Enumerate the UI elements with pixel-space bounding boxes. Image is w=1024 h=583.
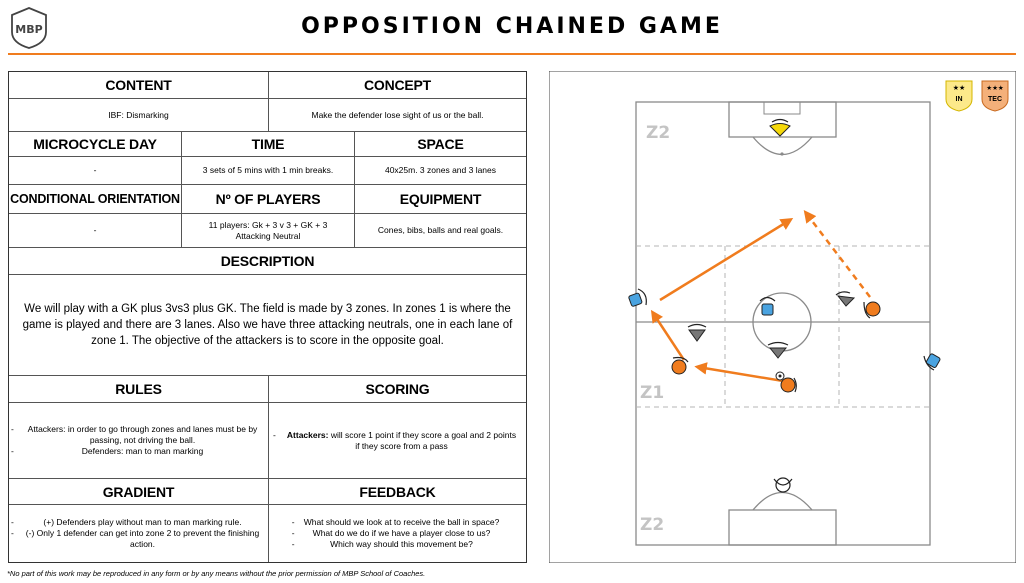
rules-list-cell: Attackers: in order to go through zones … xyxy=(9,403,269,479)
description-value: We will play with a GK plus 3vs3 plus GK… xyxy=(9,275,526,376)
scoring-header: SCORING xyxy=(269,376,526,403)
rules-list: Attackers: in order to go through zones … xyxy=(9,424,268,457)
pitch-diagram: Z2 Z1 Z2 xyxy=(549,71,1016,563)
badge-tec-label: TEC xyxy=(988,96,1002,103)
equipment-value: Cones, bibs, balls and real goals. xyxy=(355,214,526,248)
gradient-item: (+) Defenders play without man to man ma… xyxy=(11,517,260,528)
rules-item: Defenders: man to man marking xyxy=(11,446,260,457)
badge-tec-stars: ★★★ xyxy=(986,84,1004,92)
run-arrow xyxy=(803,210,871,298)
scoring-list: Attackers: will score 1 point if they sc… xyxy=(269,430,526,452)
rules-item: Attackers: in order to go through zones … xyxy=(11,424,260,446)
top-penalty-spot xyxy=(780,152,784,156)
bottom-arc xyxy=(752,492,813,511)
space-value: 40x25m. 3 zones and 3 lanes xyxy=(355,157,526,185)
bottom-penalty-box xyxy=(728,509,837,546)
badge-in-stars: ★★ xyxy=(953,84,966,92)
equipment-header: EQUIPMENT xyxy=(355,185,526,214)
time-value: 3 sets of 5 mins with 1 min breaks. xyxy=(182,157,355,185)
badge-tec-shape xyxy=(981,80,1009,112)
top-goal-area xyxy=(763,101,801,115)
zone-label-top: Z2 xyxy=(646,123,670,143)
attacker-player xyxy=(780,377,797,393)
goalkeeper-bottom xyxy=(773,477,793,493)
attacker-player xyxy=(863,301,881,319)
description-header: DESCRIPTION xyxy=(9,248,526,275)
gradient-list: (+) Defenders play without man to man ma… xyxy=(9,517,268,550)
feedback-item: What should we look at to receive the ba… xyxy=(292,517,500,528)
neutral-player xyxy=(923,353,941,371)
attacker-player xyxy=(671,356,689,375)
microcycle-header: MICROCYCLE DAY xyxy=(9,132,182,157)
top-arc xyxy=(752,136,813,155)
scoring-item: Attackers: will score 1 point if they sc… xyxy=(273,429,518,452)
scoring-cell: Attackers: will score 1 point if they sc… xyxy=(269,403,526,479)
pass-arrow xyxy=(650,309,686,361)
feedback-item: What do we do if we have a player close … xyxy=(292,528,500,539)
time-header: TIME xyxy=(182,132,355,157)
zone-label-middle: Z1 xyxy=(640,383,664,403)
orientation-header: CONDITIONAL ORIENTATION xyxy=(9,185,182,214)
session-sheet-table: CONTENT CONCEPT IBF: Dismarking Make the… xyxy=(8,71,527,563)
pass-arrow xyxy=(659,218,794,302)
mbp-logo: MBP xyxy=(11,7,47,49)
rules-header: RULES xyxy=(9,376,269,403)
feedback-item: Which way should this movement be? xyxy=(292,539,500,550)
badge-in-shape xyxy=(945,80,973,112)
goalkeeper-top xyxy=(769,118,791,137)
neutral-player xyxy=(628,288,647,307)
scoring-prefix: Attackers: xyxy=(286,429,329,440)
space-header: SPACE xyxy=(355,132,526,157)
defender-player xyxy=(767,341,789,359)
ball-icon xyxy=(775,371,785,381)
concept-header: CONCEPT xyxy=(269,72,526,99)
zone-label-bottom: Z2 xyxy=(640,515,664,535)
feedback-list: What should we look at to receive the ba… xyxy=(288,517,508,550)
concept-value: Make the defender lose sight of us or th… xyxy=(269,99,526,132)
badge-tec: ★★★ TEC xyxy=(981,80,1009,112)
defender-player xyxy=(835,291,856,307)
title-divider xyxy=(8,53,1016,55)
orientation-value: - xyxy=(9,214,182,248)
scoring-value: will score 1 point if they score a goal … xyxy=(330,429,517,451)
gradient-list-cell: (+) Defenders play without man to man ma… xyxy=(9,505,269,562)
gradient-item: (-) Only 1 defender can get into zone 2 … xyxy=(11,528,260,550)
feedback-header: FEEDBACK xyxy=(269,479,526,505)
copyright-notice: *No part of this work may be reproduced … xyxy=(7,569,426,578)
content-value: IBF: Dismarking xyxy=(9,99,269,132)
pass-arrow xyxy=(694,362,784,383)
content-header: CONTENT xyxy=(9,72,269,99)
badge-in-label: IN xyxy=(956,96,963,103)
players-header: Nº OF PLAYERS xyxy=(182,185,355,214)
badge-in: ★★ IN xyxy=(945,80,973,112)
neutral-player xyxy=(759,296,776,316)
defender-player xyxy=(687,323,707,342)
microcycle-value: - xyxy=(9,157,182,185)
players-value: 11 players: Gk + 3 v 3 + GK + 3 Attackin… xyxy=(182,214,355,248)
page-title: OPPOSITION CHAINED GAME xyxy=(301,14,723,39)
logo-text: MBP xyxy=(15,23,42,36)
gradient-header: GRADIENT xyxy=(9,479,269,505)
feedback-list-cell: What should we look at to receive the ba… xyxy=(269,505,526,562)
